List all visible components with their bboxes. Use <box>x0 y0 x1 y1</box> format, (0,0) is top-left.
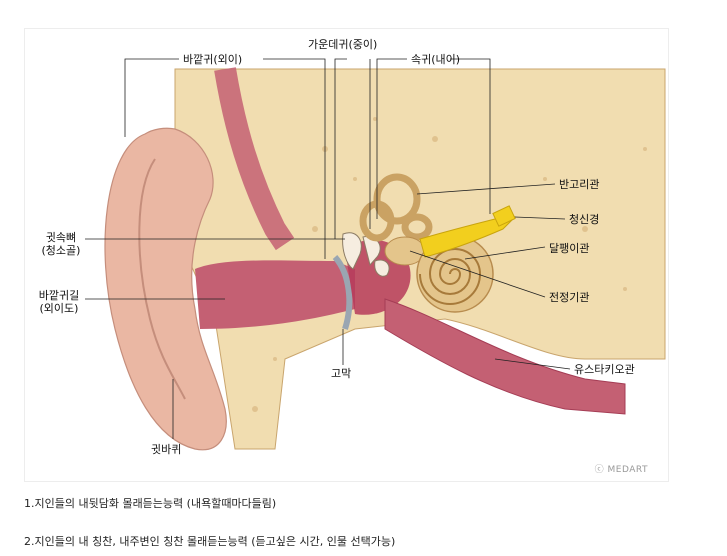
auricle <box>104 127 227 451</box>
label-ossicles: 귓속뼈 (청소골) <box>39 231 83 257</box>
label-inner-ear: 속귀(내이) <box>411 53 461 66</box>
label-ossicles-line2: (청소골) <box>41 244 81 257</box>
ear-anatomy-figure: 바깥귀(외이) 가운데귀(중이) 속귀(내이) 반고리관 청신경 달팽이관 전정… <box>24 28 669 482</box>
label-ossicles-line1: 귓속뼈 <box>45 231 77 244</box>
auditory-nerve-shape <box>419 208 516 258</box>
label-auricle: 귓바퀴 <box>151 443 182 456</box>
malleus <box>342 232 362 270</box>
caption-line-1: 1.지인들의 내뒷담화 몰래듣는능력 (내욕할때마다들림) <box>24 497 277 510</box>
caption-line-2: 2.지인들의 내 칭찬, 내주변인 칭찬 몰래듣는능력 (듣고싶은 시간, 인물… <box>24 535 396 548</box>
label-ear-canal-line1: 바깥귀길 <box>38 289 80 302</box>
label-auditory-nerve: 청신경 <box>569 213 600 226</box>
label-outer-ear: 바깥귀(외이) <box>183 53 243 66</box>
label-eustachian-tube: 유스타키오관 <box>574 363 635 376</box>
label-ear-canal: 바깥귀길 (외이도) <box>33 289 85 315</box>
scalp <box>214 67 295 251</box>
eustachian-tube-shape <box>384 298 626 415</box>
label-eardrum: 고막 <box>331 367 352 380</box>
nerve-stub <box>492 205 516 227</box>
label-vestibule: 전정기관 <box>549 291 590 304</box>
label-semicircular-canals: 반고리관 <box>559 178 600 191</box>
credit-watermark: ⓒ MEDART <box>594 465 648 475</box>
canal-lateral <box>401 213 433 241</box>
label-ear-canal-line2: (외이도) <box>39 302 79 315</box>
ear-canal <box>195 260 355 329</box>
label-cochlea: 달팽이관 <box>549 242 590 255</box>
label-middle-ear: 가운데귀(중이) <box>308 38 378 51</box>
ear-illustration <box>85 58 666 451</box>
stapes <box>374 259 390 277</box>
eardrum-shape <box>332 255 353 330</box>
